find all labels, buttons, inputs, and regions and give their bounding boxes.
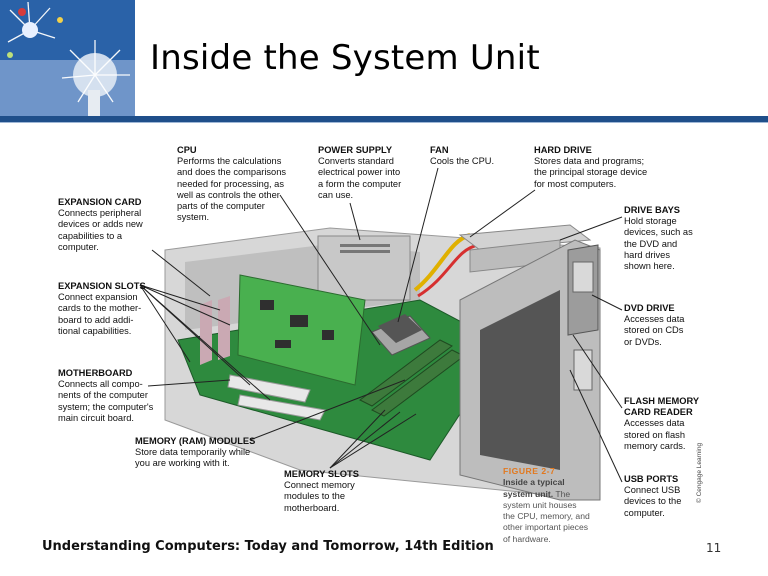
label-expansion-card: EXPANSION CARD Connects peripheral devic… bbox=[58, 197, 143, 253]
label-usb-ports-heading: USB PORTS bbox=[624, 474, 679, 484]
label-flash-memory-card-reader: FLASH MEMORY CARD READER Accesses data s… bbox=[624, 396, 699, 452]
figure-credit: © Cengage Learning bbox=[696, 442, 703, 503]
label-memory-modules-text: Store data temporarily while you are wor… bbox=[135, 447, 251, 469]
figure-subtitle: Inside a typical system unit. bbox=[503, 477, 565, 499]
label-cpu-text: Performs the calculations and does the c… bbox=[177, 156, 287, 223]
header-thin-rule bbox=[0, 122, 768, 123]
label-expansion-slots-heading: EXPANSION SLOTS bbox=[58, 281, 146, 291]
figure-number: FIGURE 2-7 bbox=[503, 466, 556, 476]
label-dvd-drive: DVD DRIVE Accesses data stored on CDs or… bbox=[624, 303, 684, 348]
slide-title: Inside the System Unit bbox=[150, 38, 540, 78]
figure-description: The system unit houses the CPU, memory, … bbox=[503, 488, 590, 544]
label-power-supply: POWER SUPPLY Converts standard electrica… bbox=[318, 145, 401, 201]
label-expansion-card-heading: EXPANSION CARD bbox=[58, 197, 142, 207]
system-unit-illustration bbox=[139, 167, 623, 501]
figure-caption: FIGURE 2-7 Inside a typical system unit.… bbox=[503, 466, 590, 545]
label-hard-drive: HARD DRIVE Stores data and programs; the… bbox=[534, 145, 647, 190]
slide-header: Inside the System Unit bbox=[0, 0, 768, 120]
label-dvd-drive-heading: DVD DRIVE bbox=[624, 303, 675, 313]
label-motherboard-text: Connects all compo- nents of the compute… bbox=[58, 379, 154, 423]
label-memory-slots: MEMORY SLOTS Connect memory modules to t… bbox=[284, 469, 359, 514]
label-motherboard: MOTHERBOARD Connects all compo- nents of… bbox=[58, 368, 153, 424]
dandelion-logo-image bbox=[0, 0, 135, 118]
label-fan: FAN Cools the CPU. bbox=[430, 145, 494, 167]
label-fan-text: Cools the CPU. bbox=[430, 156, 495, 167]
label-dvd-drive-text: Accesses data stored on CDs or DVDs. bbox=[624, 314, 685, 347]
label-memory-slots-text: Connect memory modules to the motherboar… bbox=[284, 480, 355, 513]
label-flash-reader-heading: FLASH MEMORY CARD READER bbox=[624, 396, 700, 418]
label-memory-modules: MEMORY (RAM) MODULES Store data temporar… bbox=[135, 436, 255, 470]
slide-footer: Understanding Computers: Today and Tomor… bbox=[42, 539, 494, 554]
system-unit-figure: CPU Performs the calculations and does t… bbox=[0, 124, 768, 576]
label-drive-bays-heading: DRIVE BAYS bbox=[624, 205, 680, 215]
label-cpu-heading: CPU bbox=[177, 145, 197, 155]
label-usb-ports-text: Connect USB devices to the computer. bbox=[624, 485, 682, 518]
label-memory-slots-heading: MEMORY SLOTS bbox=[284, 469, 359, 479]
label-power-supply-text: Converts standard electrical power into … bbox=[318, 156, 402, 200]
label-power-supply-heading: POWER SUPPLY bbox=[318, 145, 393, 155]
label-fan-heading: FAN bbox=[430, 145, 449, 155]
label-drive-bays: DRIVE BAYS Hold storage devices, such as… bbox=[624, 205, 693, 272]
label-hard-drive-text: Stores data and programs; the principal … bbox=[534, 156, 648, 189]
label-expansion-slots: EXPANSION SLOTS Connect expansion cards … bbox=[58, 281, 146, 337]
label-cpu: CPU Performs the calculations and does t… bbox=[177, 145, 286, 223]
label-expansion-card-text: Connects peripheral devices or adds new … bbox=[58, 208, 143, 252]
label-usb-ports: USB PORTS Connect USB devices to the com… bbox=[624, 474, 681, 519]
label-flash-reader-text: Accesses data stored on flash memory car… bbox=[624, 418, 686, 451]
label-motherboard-heading: MOTHERBOARD bbox=[58, 368, 133, 378]
label-hard-drive-heading: HARD DRIVE bbox=[534, 145, 592, 155]
label-memory-modules-heading: MEMORY (RAM) MODULES bbox=[135, 436, 256, 446]
label-expansion-slots-text: Connect expansion cards to the mother- b… bbox=[58, 292, 142, 336]
label-drive-bays-text: Hold storage devices, such as the DVD an… bbox=[624, 216, 693, 272]
header-accent-bar bbox=[0, 116, 768, 122]
page-number: 11 bbox=[706, 541, 722, 555]
